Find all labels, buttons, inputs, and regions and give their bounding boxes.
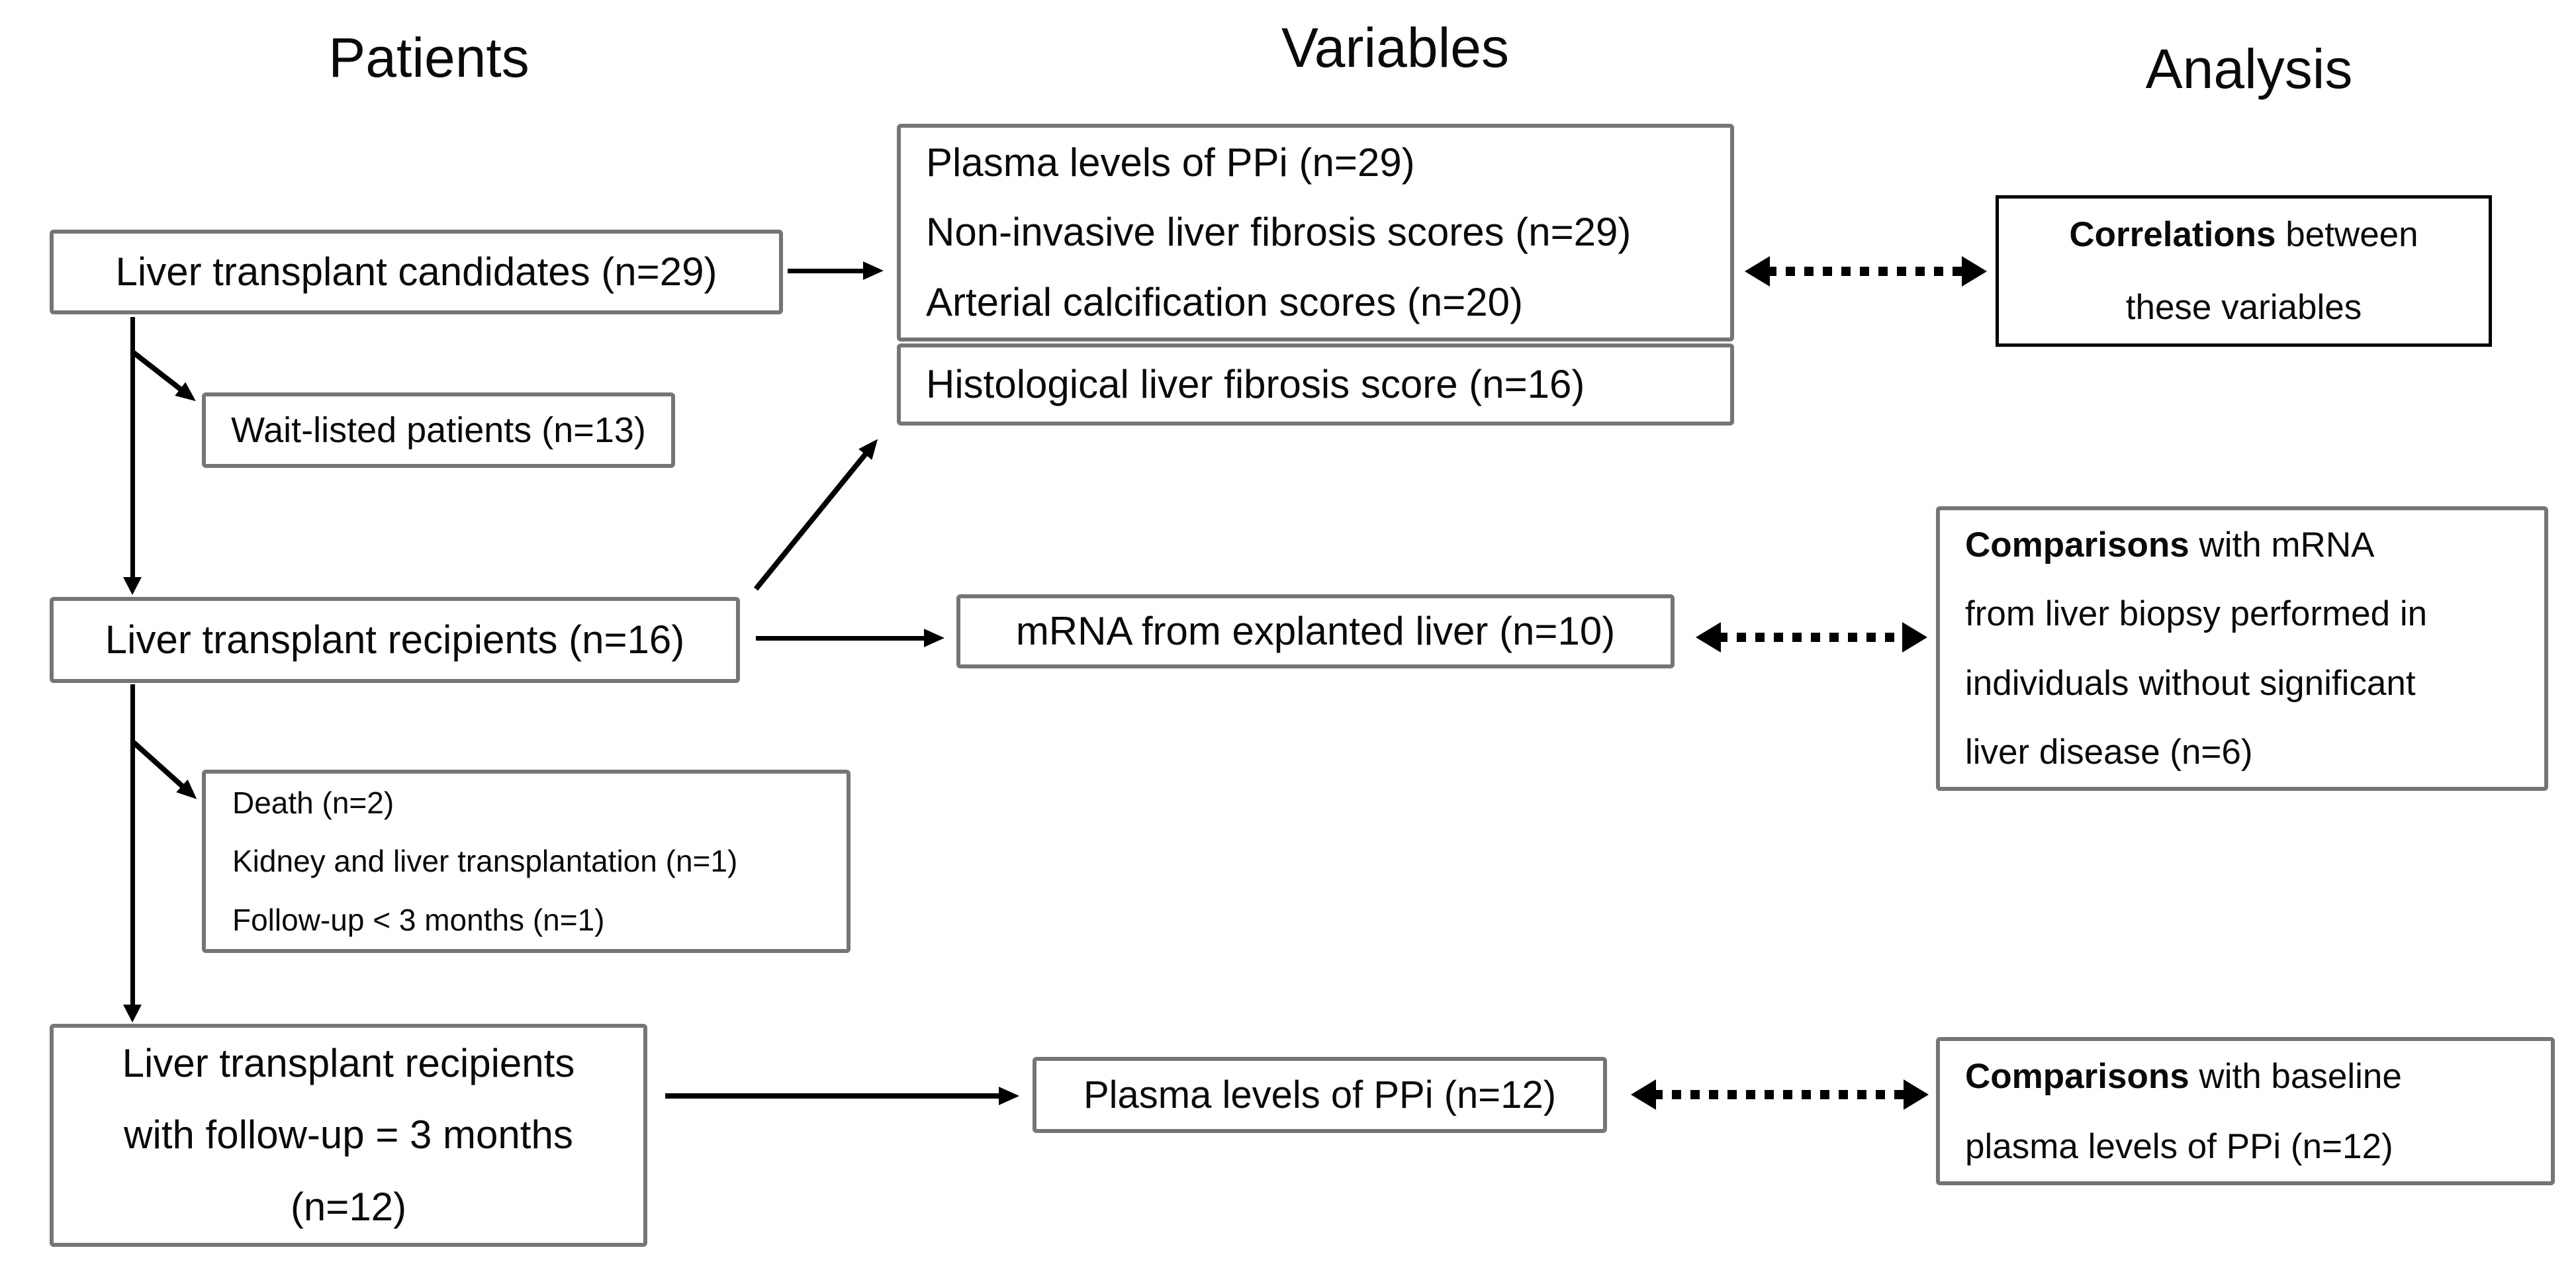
box-text: Histological liver fibrosis score (n=16) (926, 362, 1585, 406)
line-rest: between (2276, 215, 2418, 255)
column-header-analysis: Analysis (2145, 38, 2353, 100)
box-text-line: from liver biopsy performed in (1965, 594, 2428, 634)
box-text-line: liver disease (n=6) (1965, 733, 2253, 772)
box-text-line: individuals without significant (1965, 663, 2416, 703)
box-text: Liver transplant recipients (n=16) (105, 617, 685, 662)
variable-line: Plasma levels of PPi (n=29) (926, 140, 1415, 185)
box-text: Wait-listed patients (n=13) (231, 410, 646, 450)
box-correlations: Correlations between these variables (1996, 195, 2492, 347)
box-text: Liver transplant candidates (n=29) (115, 249, 717, 294)
exclusion-line: Kidney and liver transplantation (n=1) (232, 844, 738, 879)
exclusion-line: Death (n=2) (232, 786, 394, 821)
box-comparisons-baseline: Comparisons with baseline plasma levels … (1936, 1037, 2555, 1185)
box-followup-recipients: Liver transplant recipients with follow-… (50, 1024, 647, 1247)
variable-line: Non-invasive liver fibrosis scores (n=29… (926, 210, 1632, 255)
column-header-variables: Variables (1281, 17, 1509, 79)
column-header-patients: Patients (328, 26, 529, 89)
bold-lead: Comparisons (1965, 525, 2189, 565)
box-text-line: Comparisons with baseline (1965, 1059, 2402, 1094)
box-text-line: Correlations between (2069, 217, 2418, 252)
box-plasma-ppi-followup: Plasma levels of PPi (n=12) (1033, 1057, 1607, 1133)
arrow-recipients-to-histology (753, 433, 885, 591)
box-liver-transplant-candidates: Liver transplant candidates (n=29) (50, 230, 783, 314)
box-text-line: these variables (2125, 287, 2362, 327)
box-liver-transplant-recipients: Liver transplant recipients (n=16) (50, 597, 740, 683)
box-text: Plasma levels of PPi (n=12) (1083, 1073, 1557, 1116)
box-comparisons-mrna: Comparisons with mRNA from liver biopsy … (1936, 506, 2548, 791)
box-text: mRNA from explanted liver (n=10) (1015, 609, 1616, 653)
exclusion-line: Follow-up < 3 months (n=1) (232, 902, 605, 937)
box-wait-listed-patients: Wait-listed patients (n=13) (202, 392, 675, 468)
bold-lead: Comparisons (1965, 1056, 2189, 1096)
box-text-line: (n=12) (290, 1184, 407, 1229)
arrow-branch-to-waitlisted (132, 350, 201, 408)
box-text-line: plasma levels of PPi (n=12) (1965, 1126, 2393, 1166)
box-text-line: Liver transplant recipients (122, 1041, 575, 1086)
line-rest: with mRNA (2189, 525, 2375, 565)
box-exclusions: Death (n=2) Kidney and liver transplanta… (202, 770, 851, 953)
arrow-branch-to-exclusions (132, 741, 203, 806)
box-text-line: with follow-up = 3 months (124, 1112, 573, 1157)
box-variables-baseline: Plasma levels of PPi (n=29) Non-invasive… (897, 124, 1734, 341)
line-rest: with baseline (2189, 1056, 2402, 1096)
box-mrna-explanted-liver: mRNA from explanted liver (n=10) (956, 594, 1675, 668)
variable-line: Arterial calcification scores (n=20) (926, 280, 1524, 325)
bold-lead: Correlations (2069, 215, 2276, 255)
box-histological-score: Histological liver fibrosis score (n=16) (897, 343, 1734, 426)
box-text-line: Comparisons with mRNA (1965, 527, 2374, 563)
